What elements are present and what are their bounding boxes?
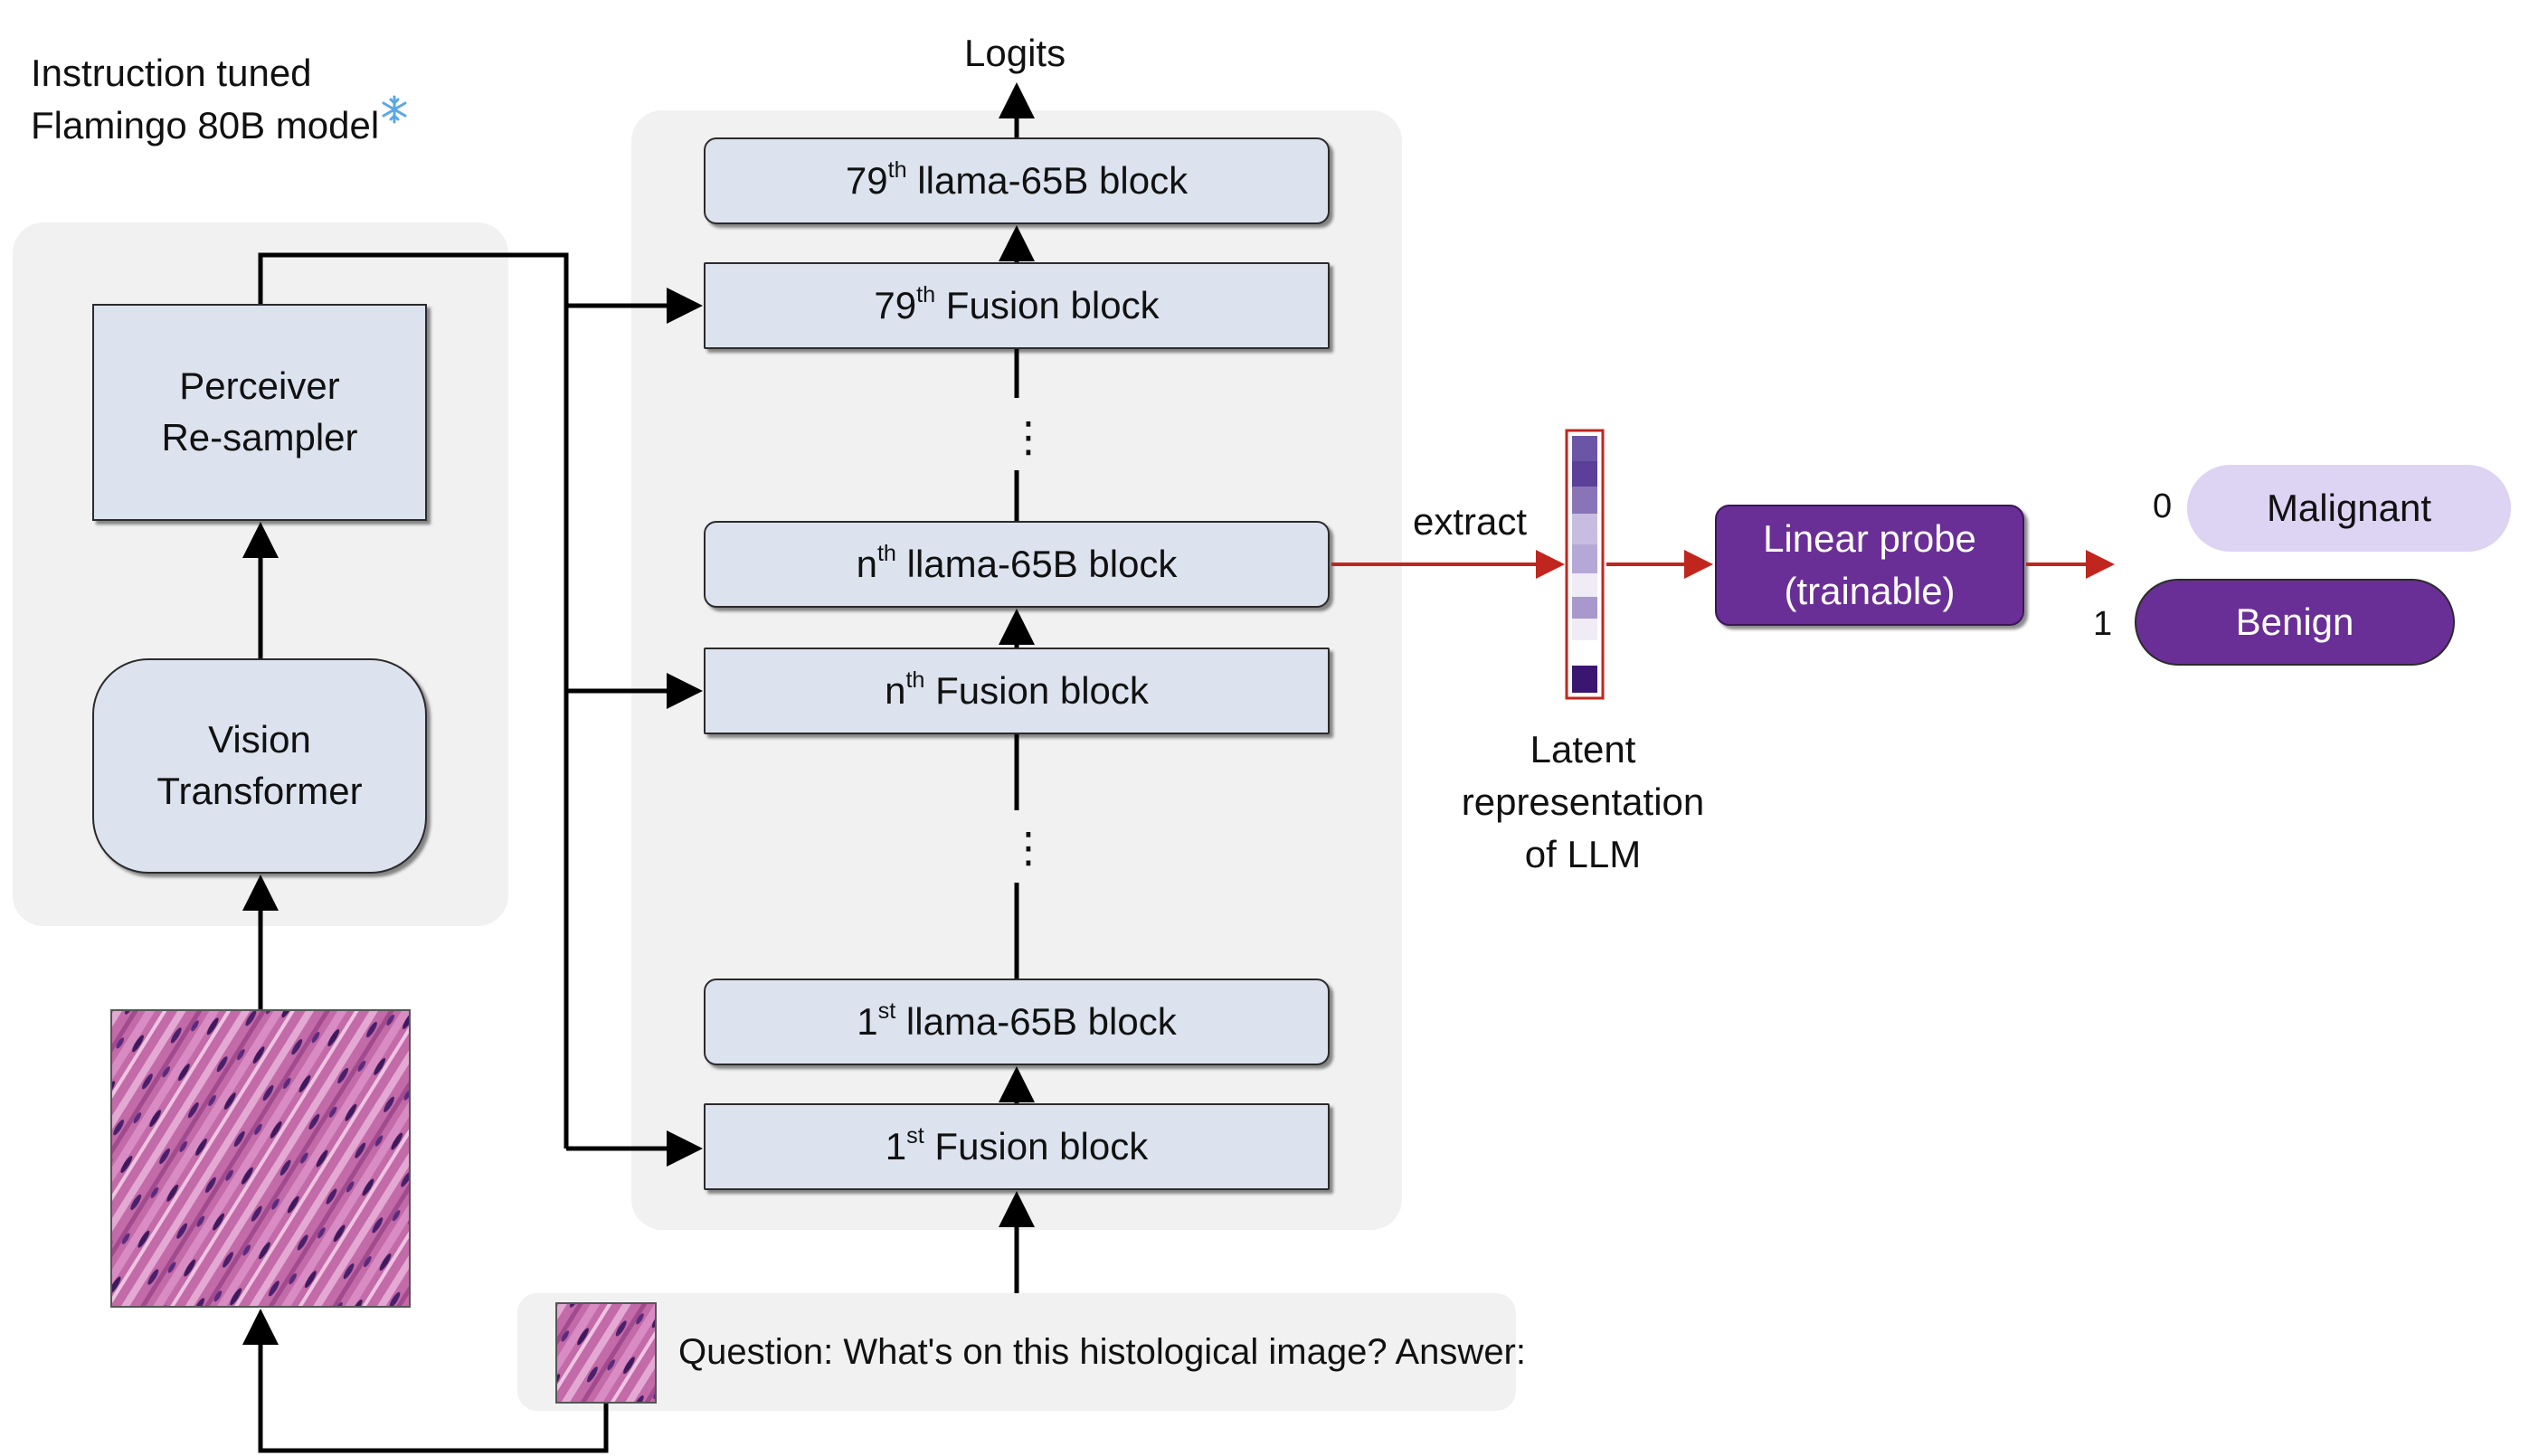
block-number: n [856, 542, 877, 585]
llama-block-n: nth llama-65B block [704, 521, 1330, 608]
latent-line1: Latent [1530, 728, 1636, 771]
benign-label: Benign [2235, 600, 2354, 643]
block-label: Fusion block [924, 668, 1149, 712]
probe-line1: Linear probe [1763, 517, 1976, 561]
block-ordinal-suffix: th [876, 541, 896, 567]
block-label: Fusion block [924, 1124, 1149, 1168]
block-number: 1 [885, 1124, 907, 1168]
block-label: llama-65B block [906, 158, 1189, 202]
block-ordinal-suffix: st [906, 1123, 924, 1149]
logits-label: Logits [964, 32, 1066, 74]
benign-pill: Benign [2135, 579, 2455, 666]
vit-line2: Transformer [156, 770, 363, 812]
model-label-line1: Instruction tuned [31, 52, 312, 94]
linear-probe-box: Linear probe (trainable) [1715, 505, 2024, 626]
block-label: Fusion block [935, 283, 1160, 326]
malignant-label: Malignant [2266, 487, 2432, 529]
block-label: llama-65B block [895, 999, 1177, 1043]
perceiver-line2: Re-sampler [161, 416, 358, 459]
block-ordinal-suffix: st [877, 998, 896, 1025]
probe-line2: (trainable) [1784, 570, 1956, 612]
block-number: 79 [874, 283, 917, 326]
fusion-block-1: 1st Fusion block [704, 1103, 1330, 1190]
fusion-block-79: 79th Fusion block [704, 262, 1330, 349]
prompt-panel [517, 1293, 1516, 1411]
ellipsis-lower: ⋮ [1008, 819, 1049, 877]
ellipsis-upper: ⋮ [1008, 409, 1049, 467]
snowflake-icon [382, 95, 407, 124]
model-label: Instruction tuned Flamingo 80B model [31, 47, 407, 152]
latent-label: Latent representation of LLM [1429, 723, 1737, 881]
prompt-text: Question: What's on this histological im… [678, 1332, 1526, 1372]
block-number: 79 [845, 158, 888, 202]
block-number: 1 [857, 999, 878, 1043]
vit-line1: Vision [208, 718, 311, 761]
output-index-0: 0 [2153, 487, 2173, 525]
block-ordinal-suffix: th [916, 282, 936, 308]
prompt-thumbnail [555, 1302, 657, 1404]
block-label: llama-65B block [895, 542, 1178, 585]
llama-block-79: 79th llama-65B block [704, 137, 1330, 224]
block-number: n [885, 668, 906, 712]
latent-line3: of LLM [1524, 832, 1642, 875]
perceiver-line1: Perceiver [179, 364, 340, 408]
model-label-line2: Flamingo 80B model [31, 103, 380, 147]
perceiver-resampler-box: Perceiver Re-sampler [92, 304, 427, 521]
vision-transformer-box: Vision Transformer [92, 658, 427, 874]
block-ordinal-suffix: th [887, 157, 907, 184]
block-ordinal-suffix: th [905, 667, 925, 694]
output-index-1: 1 [2093, 605, 2113, 643]
extract-label: extract [1413, 500, 1528, 543]
llama-block-1: 1st llama-65B block [704, 979, 1330, 1065]
malignant-pill: Malignant [2187, 465, 2511, 552]
latent-line2: representation [1461, 780, 1705, 823]
latent-vector [1565, 429, 1605, 700]
fusion-block-n: nth Fusion block [704, 648, 1330, 734]
histology-image [110, 1009, 411, 1308]
